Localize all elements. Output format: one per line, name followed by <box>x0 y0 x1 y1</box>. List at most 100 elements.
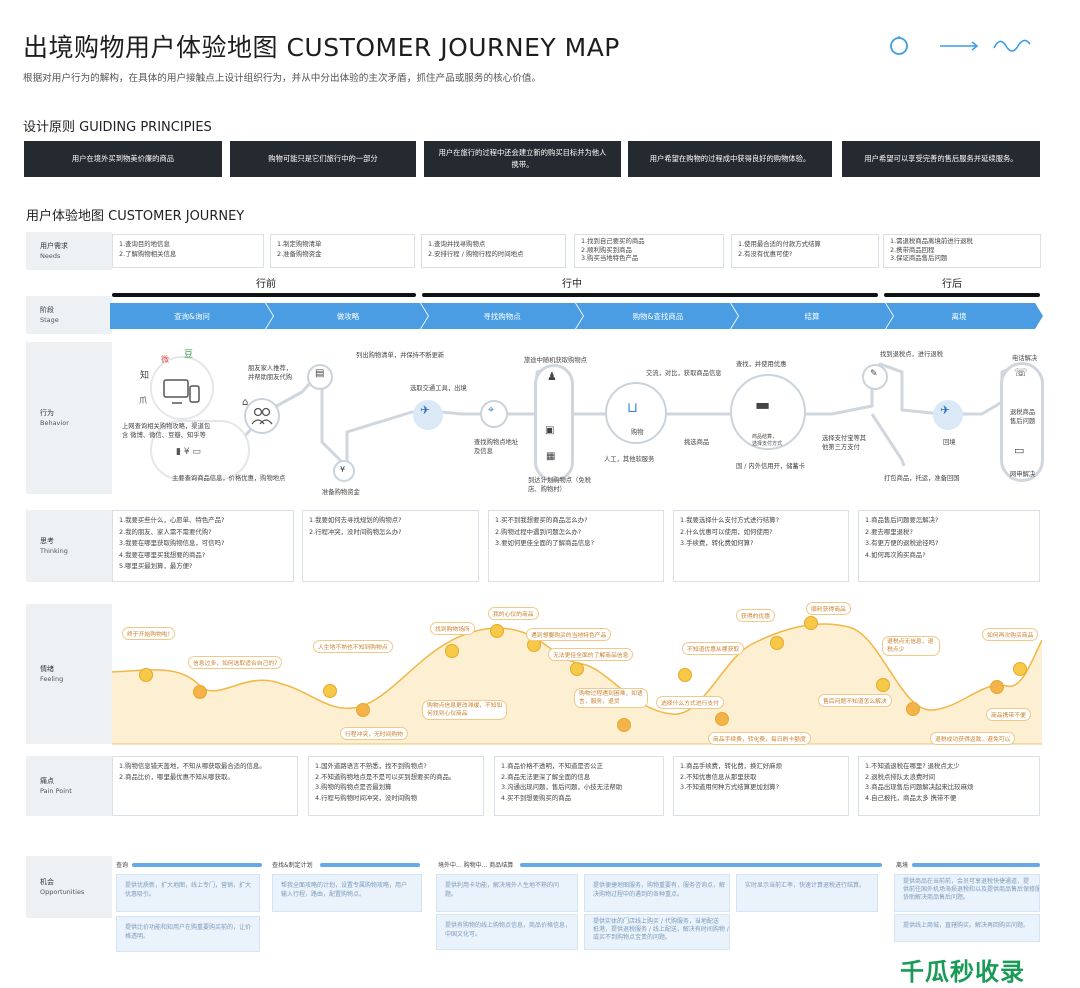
behavior-label: 打包商品，托运，准备回国 <box>884 475 960 482</box>
journey-decoration-icon <box>890 36 1031 55</box>
checkout-node <box>730 374 806 450</box>
principle-card: 用户希望在购物的过程成中获得良好的购物体验。 <box>628 141 832 177</box>
feeling-label: 终于开始购物啦! <box>122 627 175 640</box>
feeling-label: 人生地不熟也不知到购物点 <box>313 640 393 653</box>
opp-bar <box>912 863 1040 867</box>
basket-node <box>605 382 667 444</box>
social-icon-paw: 爪 <box>139 396 147 405</box>
departure-plane <box>933 400 963 430</box>
plane-icon <box>413 400 443 430</box>
stage-find-shop: 寻找购物点 <box>483 311 521 321</box>
behavior-label: 查找购物点地址 及信息 <box>474 439 519 455</box>
home-icon: ⌂ <box>242 397 249 408</box>
opp-header: 境外中... 购物中... 商品结算 <box>438 862 514 869</box>
bottle-icon: ♟ <box>547 370 557 383</box>
phase-after: 行后 <box>942 279 962 290</box>
principle-card: 用户在旅行的过程中还会建立新的购买目标并为他人携带。 <box>424 141 621 177</box>
feeling-label: 我的心仪的商品 <box>488 607 539 620</box>
opp-card: 提供优质新，扩大地图，线上专门，营销，扩大 优惠吸引。 <box>116 874 260 912</box>
opp-card: 提供有购物的线上购物点信息，商品价格信息， 中国文化可。 <box>436 914 578 950</box>
social-icon-douban: 豆 <box>184 350 194 360</box>
emotion-face-icon <box>1013 662 1027 676</box>
behavior-label: 挑选商品 <box>684 439 710 446</box>
behavior-label: 选择支付宝等其 他第三方支付 <box>822 435 867 451</box>
pain-card: 1.国外道路语言不熟悉，找不到购物点?2.不知道购物地点是不是可以买到想要买的商… <box>308 756 484 816</box>
emotion-face-icon <box>678 668 692 682</box>
stage-shopping: 购物&查找商品 <box>632 311 684 321</box>
social-icon-zhihu: 知 <box>140 371 150 381</box>
emotion-face-icon <box>617 718 631 732</box>
behavior-label: 查找，并使用优惠 <box>736 361 787 368</box>
basket-icon: ⊔ <box>627 400 638 416</box>
emotion-face-icon <box>770 636 784 650</box>
emotion-face-icon <box>804 616 818 630</box>
stage-arrows <box>110 303 1043 329</box>
stage-departure: 离境 <box>951 311 967 321</box>
stage-checkout: 结算 <box>804 311 820 321</box>
shop-icons: ▮ ¥ ▭ <box>176 447 201 457</box>
emotion-face-icon <box>356 703 370 717</box>
opp-card: 提供线上商城，直辖购买。解决再回购买问题。 <box>894 914 1040 942</box>
emotion-face-icon <box>990 680 1004 694</box>
behavior-node <box>150 356 214 420</box>
watermark: 千瓜秒收录 <box>900 958 1025 986</box>
thinking-card: 1.我要选择什么支付方式进行结算?2.什么优惠可以使用，如何使用?3.手续费，转… <box>673 510 849 582</box>
feeling-label: 退税点无信息，退税点少 <box>882 636 940 656</box>
social-icon-weibo: 微 <box>161 355 169 364</box>
principle-card: 用户在境外买到物美价廉的商品 <box>24 141 222 177</box>
map-pin-icon: ⌖ <box>488 403 495 416</box>
emotion-face-icon <box>193 685 207 699</box>
monitor-icon: ▭ <box>1014 444 1025 457</box>
phone-icon: ☏ <box>1014 366 1028 379</box>
opp-card: 提供利用卡功能，解决境外人生地不熟的问题。 <box>436 874 578 912</box>
behavior-label: 退税商品 售后问题 <box>1010 409 1036 425</box>
thinking-card: 1.我要如何去寻找规划的购物点?2.行程冲突，没时间购物怎么办? <box>302 510 479 582</box>
behavior-label: 旅途中随机获取购物点 <box>524 357 587 364</box>
receipt-icon: ✎ <box>870 369 878 379</box>
emotion-face-icon <box>570 662 584 676</box>
feeling-label: 商品手续费，转化费，每日刷卡额度 <box>708 732 811 745</box>
money-icon <box>333 460 355 482</box>
thinking-card: 1.我要买些什么，心愿单、特色产品?2.我的朋友、家人需不需要代购?3.我要在哪… <box>112 510 294 582</box>
cash-register-icon: ▬ <box>755 395 771 414</box>
coin-icon: ¥ <box>340 465 346 474</box>
behavior-label: 人工，其他软服务 <box>604 456 655 463</box>
checkout-label: 商品结算， 选择支付方式 <box>752 434 783 447</box>
clipboard-icon: ▤ <box>315 368 325 379</box>
store-icon: ▦ <box>546 451 556 462</box>
principle-card: 用户希望可以享受完善的售后服务并延续服务。 <box>842 141 1040 177</box>
people-icon <box>244 398 280 434</box>
page-title: 出境购物用户体验地图 CUSTOMER JOURNEY MAP <box>23 33 620 62</box>
feeling-label: 顺利获得商品 <box>806 602 851 615</box>
phase-bar <box>422 293 878 297</box>
receipt-node <box>862 364 888 390</box>
feeling-label: 选择什么方式进行支付 <box>656 696 724 709</box>
opp-bar <box>520 863 882 867</box>
principle-card: 购物可能只是它们旅行中的一部分 <box>230 141 416 177</box>
list-icon <box>307 364 333 390</box>
emotion-face-icon <box>906 702 920 716</box>
behavior-label: 上网查询相关购物攻略，渠道包 含 微博、微信、豆瓣、知乎等 <box>122 423 211 439</box>
behavior-label: 到达计划购物点（免税 店、购物村） <box>528 477 591 493</box>
feeling-label: 找到购物场所 <box>430 622 475 635</box>
emotion-face-icon <box>876 678 890 692</box>
principles-title: 设计原则 GUIDING PRINCIPIES <box>23 120 212 135</box>
emotion-face-icon <box>490 624 504 638</box>
feeling-label: 购物过程遇到困难，如语 言，服务，退货 <box>574 688 648 708</box>
thinking-card: 1.商品售后问题要怎解决?2.要去哪里退税?3.有更方便的退税途径吗?4.如何再… <box>858 510 1040 582</box>
emotion-face-icon <box>715 712 729 726</box>
airplane-return-icon: ✈ <box>940 403 951 417</box>
stage-query: 查询&询问 <box>174 311 210 321</box>
emotion-face-icon <box>323 684 337 698</box>
